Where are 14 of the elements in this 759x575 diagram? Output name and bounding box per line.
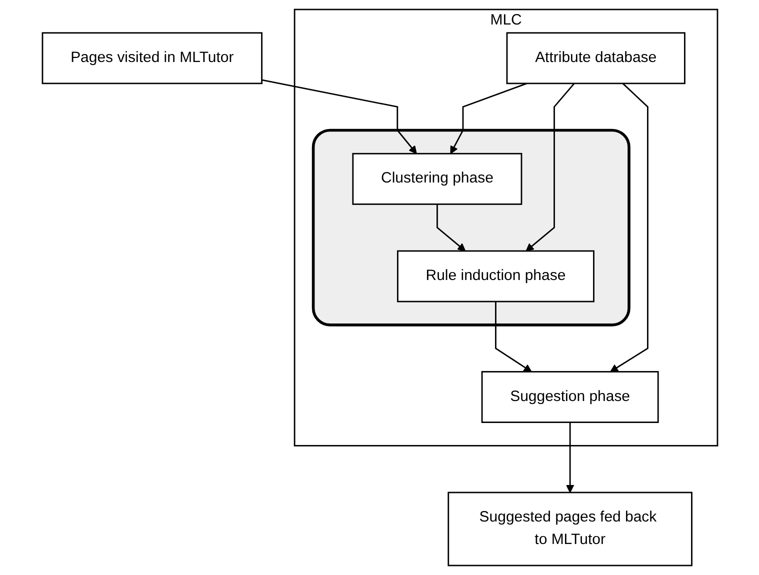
node-box: Suggested pages fed back to MLTutor bbox=[447, 492, 692, 566]
arrow bbox=[565, 422, 574, 493]
arrow bbox=[450, 82, 527, 154]
cluster bbox=[311, 128, 630, 326]
arrow bbox=[436, 204, 466, 252]
arrow bbox=[525, 82, 574, 252]
arrow bbox=[610, 82, 648, 372]
node-box: Pages visited in MLTutor bbox=[41, 32, 262, 84]
node-box: Clustering phase bbox=[352, 152, 522, 205]
node-box: Rule induction phase bbox=[396, 250, 594, 302]
arrow bbox=[494, 302, 532, 372]
node-box: Suggestion phase bbox=[480, 371, 658, 423]
arrow bbox=[261, 79, 416, 154]
node-box: Attribute database bbox=[506, 32, 685, 84]
